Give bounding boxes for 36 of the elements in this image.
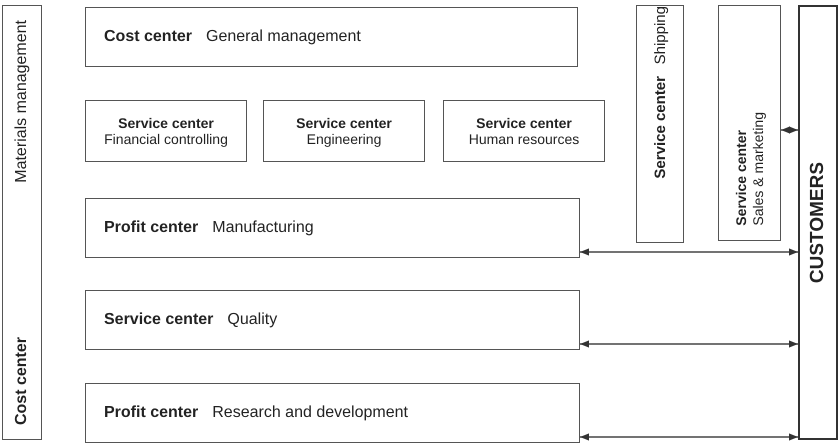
- center-name: Materials management: [13, 20, 31, 183]
- center-name: Human resources: [468, 131, 580, 148]
- customers-bar: [798, 5, 838, 440]
- center-type: Cost center: [104, 28, 192, 46]
- center-box: [718, 5, 781, 241]
- center-type: Cost center: [13, 336, 31, 425]
- double-arrow: [580, 340, 798, 348]
- center-box: [636, 5, 684, 243]
- center-box: [263, 100, 425, 162]
- center-name: General management: [206, 28, 361, 46]
- center-name: Financial controlling: [104, 131, 228, 148]
- center-box: [443, 100, 605, 162]
- center-name: Shipping: [652, 6, 668, 64]
- center-box: [85, 383, 580, 443]
- center-name: Research and development: [212, 404, 408, 422]
- center-name: Sales & marketing: [750, 112, 766, 226]
- center-box: [85, 7, 578, 67]
- center-box: [85, 290, 580, 350]
- double-arrow: [781, 126, 798, 134]
- center-type: Service center: [652, 76, 668, 179]
- center-type: Service center: [733, 130, 750, 226]
- center-type: Service center: [296, 114, 392, 131]
- center-name: Manufacturing: [212, 219, 314, 237]
- center-type: Profit center: [104, 219, 198, 237]
- center-type: Service center: [104, 311, 214, 329]
- center-name: Quality: [227, 311, 278, 329]
- cost-center-bar: [2, 5, 42, 440]
- customers-label: CUSTOMERS: [807, 162, 829, 284]
- center-type: Service center: [118, 114, 214, 131]
- center-name: Engineering: [306, 131, 382, 148]
- center-type: Service center: [476, 114, 572, 131]
- double-arrow: [580, 433, 798, 441]
- center-box: [85, 100, 247, 162]
- double-arrow: [580, 248, 798, 256]
- center-type: Profit center: [104, 404, 198, 422]
- center-box: [85, 198, 580, 258]
